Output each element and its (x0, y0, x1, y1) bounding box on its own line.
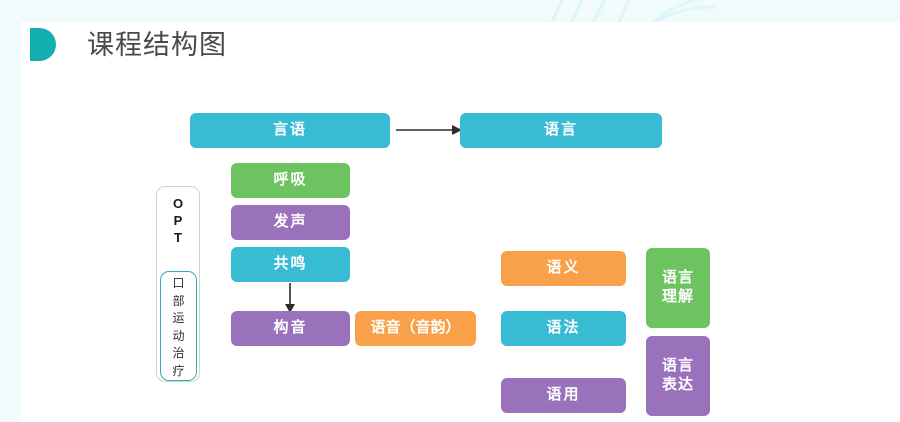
header-decoration-icon (550, 0, 717, 22)
box-resonance[interactable]: 共鸣 (231, 247, 350, 282)
left-margin-strip (0, 0, 21, 422)
opt-letter-o: O (172, 196, 184, 211)
page-title-row: 课程结构图 (30, 22, 530, 70)
opt-char-2: 部 (172, 293, 185, 308)
opt-letter-p: P (173, 213, 183, 228)
box-breathing[interactable]: 呼吸 (231, 163, 350, 198)
opt-letter-t: T (174, 230, 182, 245)
opt-letters: O P T (156, 195, 200, 246)
box-articulation[interactable]: 构音 (231, 311, 350, 346)
box-phonation[interactable]: 发声 (231, 205, 350, 240)
opt-char-1: 口 (172, 276, 185, 290)
box-language-comprehension[interactable]: 语言 理解 (646, 248, 710, 328)
expression-line-2: 表达 (661, 376, 694, 393)
opt-inner-frame (160, 271, 197, 381)
comprehension-line-1: 语言 (661, 269, 694, 287)
box-grammar[interactable]: 语法 (501, 311, 626, 346)
box-phonology[interactable]: 语音（音韵） (355, 311, 476, 346)
opt-inner-label: 口 部 运 动 治 疗 (160, 275, 197, 380)
arrow-down-icon (285, 283, 295, 313)
box-language-target[interactable]: 语言 (460, 113, 662, 148)
expression-line-1: 语言 (661, 357, 694, 375)
d-shape-logo-icon (30, 28, 56, 61)
box-speech-source[interactable]: 言语 (190, 113, 390, 148)
box-language-expression[interactable]: 语言 表达 (646, 336, 710, 416)
comprehension-line-2: 理解 (661, 288, 694, 305)
opt-char-3: 运 (172, 311, 185, 325)
box-pragmatics[interactable]: 语用 (501, 378, 626, 413)
opt-char-5: 治 (172, 346, 185, 360)
page-title: 课程结构图 (87, 30, 227, 60)
arrow-right-icon (396, 125, 462, 135)
box-semantics[interactable]: 语义 (501, 251, 626, 286)
opt-char-4: 动 (172, 328, 185, 343)
opt-char-6: 疗 (172, 363, 185, 378)
header-band (21, 0, 900, 22)
